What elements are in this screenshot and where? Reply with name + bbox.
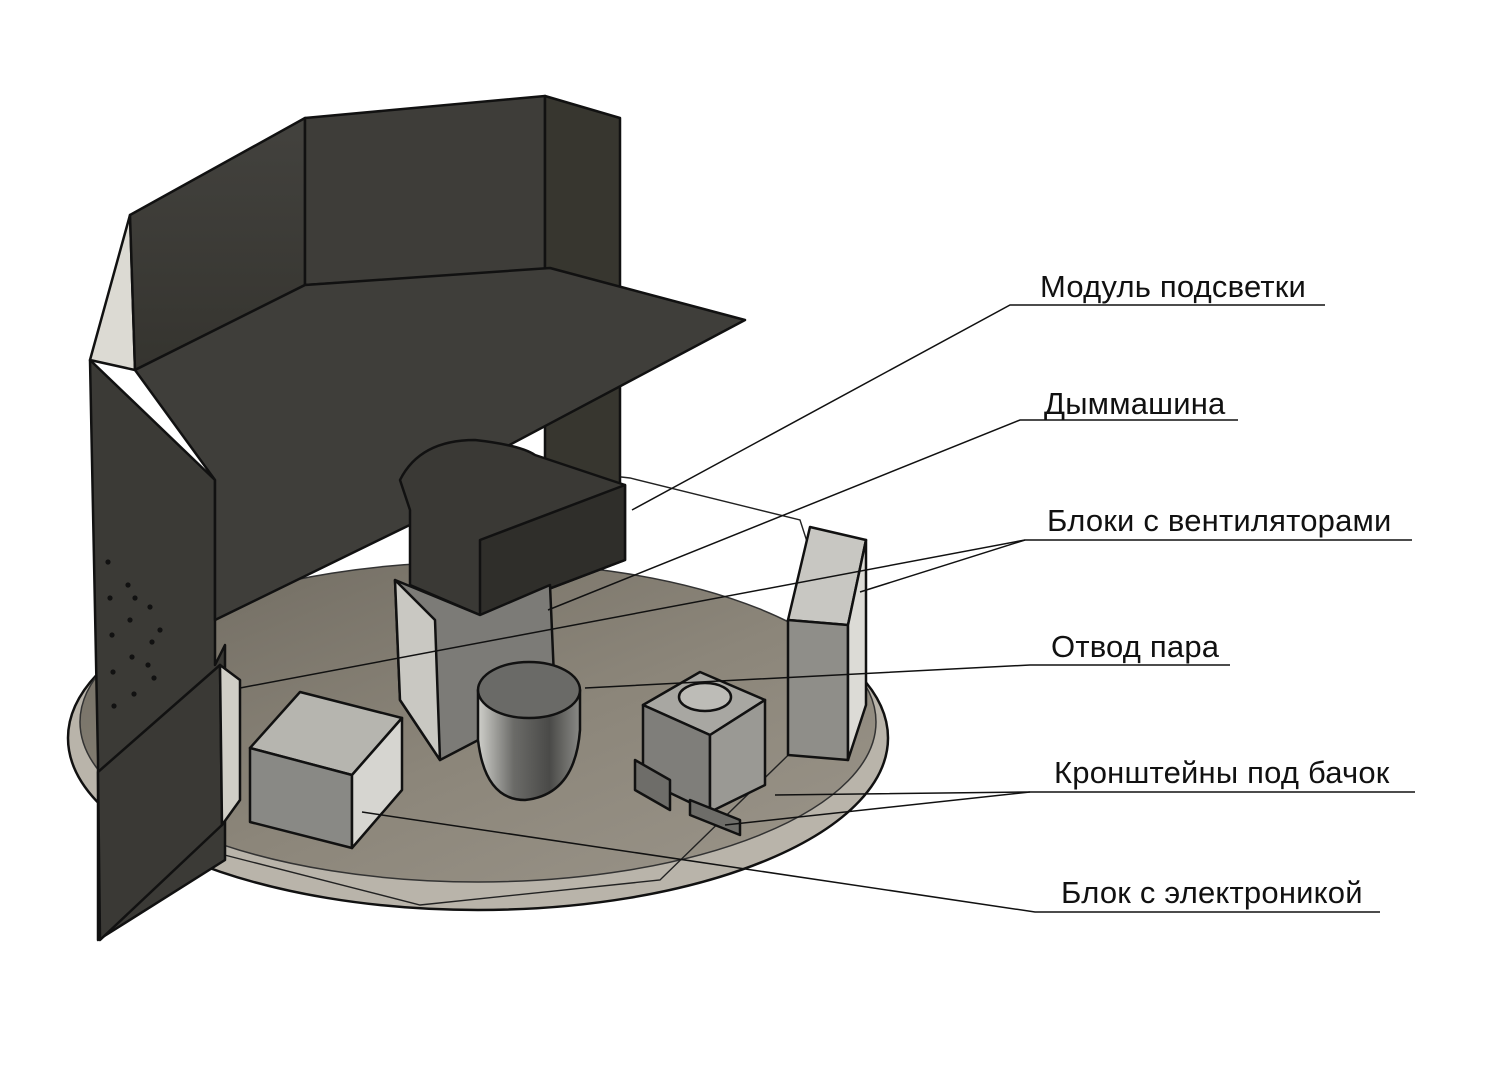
label-tank-brackets: Кронштейны под бачок xyxy=(1054,755,1390,790)
lighting-module xyxy=(133,266,747,622)
vent-hole xyxy=(147,604,153,610)
vent-hole xyxy=(107,595,113,601)
label-smoke-machine: Дыммашина xyxy=(1044,386,1226,421)
electronics-block xyxy=(248,690,404,850)
vent-holes xyxy=(105,559,163,709)
vent-hole xyxy=(129,654,135,660)
label-steam-outlet: Отвод пара xyxy=(1051,629,1220,664)
vent-hole xyxy=(151,675,157,681)
door-panel xyxy=(96,663,242,942)
vent-hole xyxy=(110,669,116,675)
label-fan-blocks: Блоки с вентиляторами xyxy=(1047,503,1392,538)
fan-block-right xyxy=(786,525,868,762)
vent-hole xyxy=(145,662,151,668)
vent-hole xyxy=(157,627,163,633)
vent-hole xyxy=(105,559,111,565)
tank-brackets xyxy=(633,670,767,837)
vent-hole xyxy=(125,582,131,588)
vent-hole xyxy=(131,691,137,697)
vent-hole xyxy=(149,639,155,645)
vent-hole xyxy=(132,595,138,601)
steam-outlet xyxy=(476,660,582,802)
label-lighting-module: Модуль подсветки xyxy=(1040,269,1307,304)
vent-hole xyxy=(127,617,133,623)
vent-hole xyxy=(109,632,115,638)
leader-lines xyxy=(239,304,1415,913)
vent-hole xyxy=(111,703,117,709)
label-electronics-block: Блок с электроникой xyxy=(1061,875,1363,910)
